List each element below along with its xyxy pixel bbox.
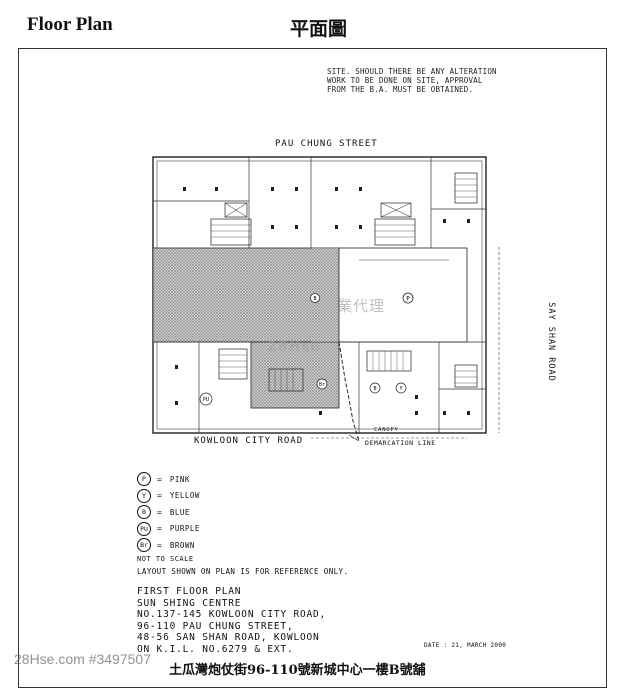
agency-watermark: 業代理 bbox=[337, 297, 386, 315]
legend-name: YELLOW bbox=[169, 491, 200, 500]
legend-name: BLUE bbox=[169, 507, 190, 517]
svg-text:Y: Y bbox=[399, 386, 402, 392]
svg-text:Br: Br bbox=[319, 382, 325, 388]
legend-key: B bbox=[137, 505, 151, 519]
plan-date: DATE : 21, MARCH 2000 bbox=[424, 642, 507, 649]
legend-equals: = bbox=[157, 474, 162, 484]
legend-name: PURPLE bbox=[169, 524, 200, 533]
page-header-zh: 平面圖 bbox=[290, 19, 348, 40]
svg-text:PU: PU bbox=[203, 397, 209, 403]
logo-watermark: 28Hse bbox=[267, 339, 322, 355]
canopy-label: CANOPY bbox=[374, 427, 399, 433]
address-zh: 土瓜灣炮仗街96-110號新城中心一樓B號舖 bbox=[169, 663, 426, 678]
street-label-top: PAU CHUNG STREET bbox=[275, 139, 378, 149]
plan-address-block: FIRST FLOOR PLAN SUN SHING CENTRE NO.137… bbox=[137, 586, 326, 655]
legend-equals: = bbox=[157, 491, 162, 500]
legend-key: Y bbox=[137, 488, 151, 503]
legend-item: PU = PURPLE bbox=[137, 521, 200, 537]
street-label-right: SAY SHAN ROAD bbox=[545, 302, 556, 382]
address-line: SUN SHING CENTRE bbox=[137, 597, 242, 609]
legend-key: Br bbox=[137, 538, 151, 552]
page-header-en: Floor Plan bbox=[27, 14, 113, 35]
layout-reference-note: LAYOUT SHOWN ON PLAN IS FOR REFERENCE ON… bbox=[137, 567, 349, 576]
legend-name: PINK bbox=[169, 474, 190, 484]
legend-key: PU bbox=[137, 521, 151, 536]
listing-watermark: 28Hse.com #3497507 bbox=[14, 651, 151, 667]
svg-text:B: B bbox=[373, 386, 376, 392]
street-label-bottom: KOWLOON CITY ROAD bbox=[194, 436, 304, 446]
svg-text:B: B bbox=[313, 296, 316, 302]
address-line: NO.137-145 KOWLOON CITY ROAD, bbox=[137, 609, 327, 620]
legend-name: BROWN bbox=[169, 540, 195, 550]
open-area bbox=[338, 247, 468, 343]
legend-key: P bbox=[137, 472, 151, 486]
svg-text:P: P bbox=[406, 296, 410, 303]
legend-item: Br = BROWN bbox=[137, 537, 200, 553]
address-line: 48-56 SAN SHAN ROAD, KOWLOON bbox=[137, 632, 320, 643]
not-to-scale-note: NOT TO SCALE bbox=[137, 555, 194, 563]
legend-equals: = bbox=[157, 524, 162, 533]
address-line: ON K.I.L. NO.6279 & EXT. bbox=[137, 643, 294, 655]
legend-equals: = bbox=[157, 507, 162, 517]
floor-plan-drawing: P bbox=[152, 156, 500, 442]
address-line: FIRST FLOOR PLAN bbox=[137, 586, 242, 597]
shop-hatched-area bbox=[152, 247, 340, 343]
legend-equals: = bbox=[157, 540, 162, 550]
color-legend: P = PINK Y = YELLOW B = BLUE PU = PURPLE… bbox=[137, 471, 200, 554]
address-line: 96-110 PAU CHUNG STREET, bbox=[137, 620, 294, 632]
legend-item: Y = YELLOW bbox=[137, 488, 200, 504]
demarcation-line-label: DEMARCATION LINE bbox=[365, 439, 436, 447]
legend-item: B = BLUE bbox=[137, 504, 200, 520]
floor-plan-frame: P bbox=[18, 48, 607, 688]
site-alteration-note: SITE. SHOULD THERE BE ANY ALTERATION WOR… bbox=[327, 67, 497, 94]
legend-item: P = PINK bbox=[137, 471, 200, 487]
